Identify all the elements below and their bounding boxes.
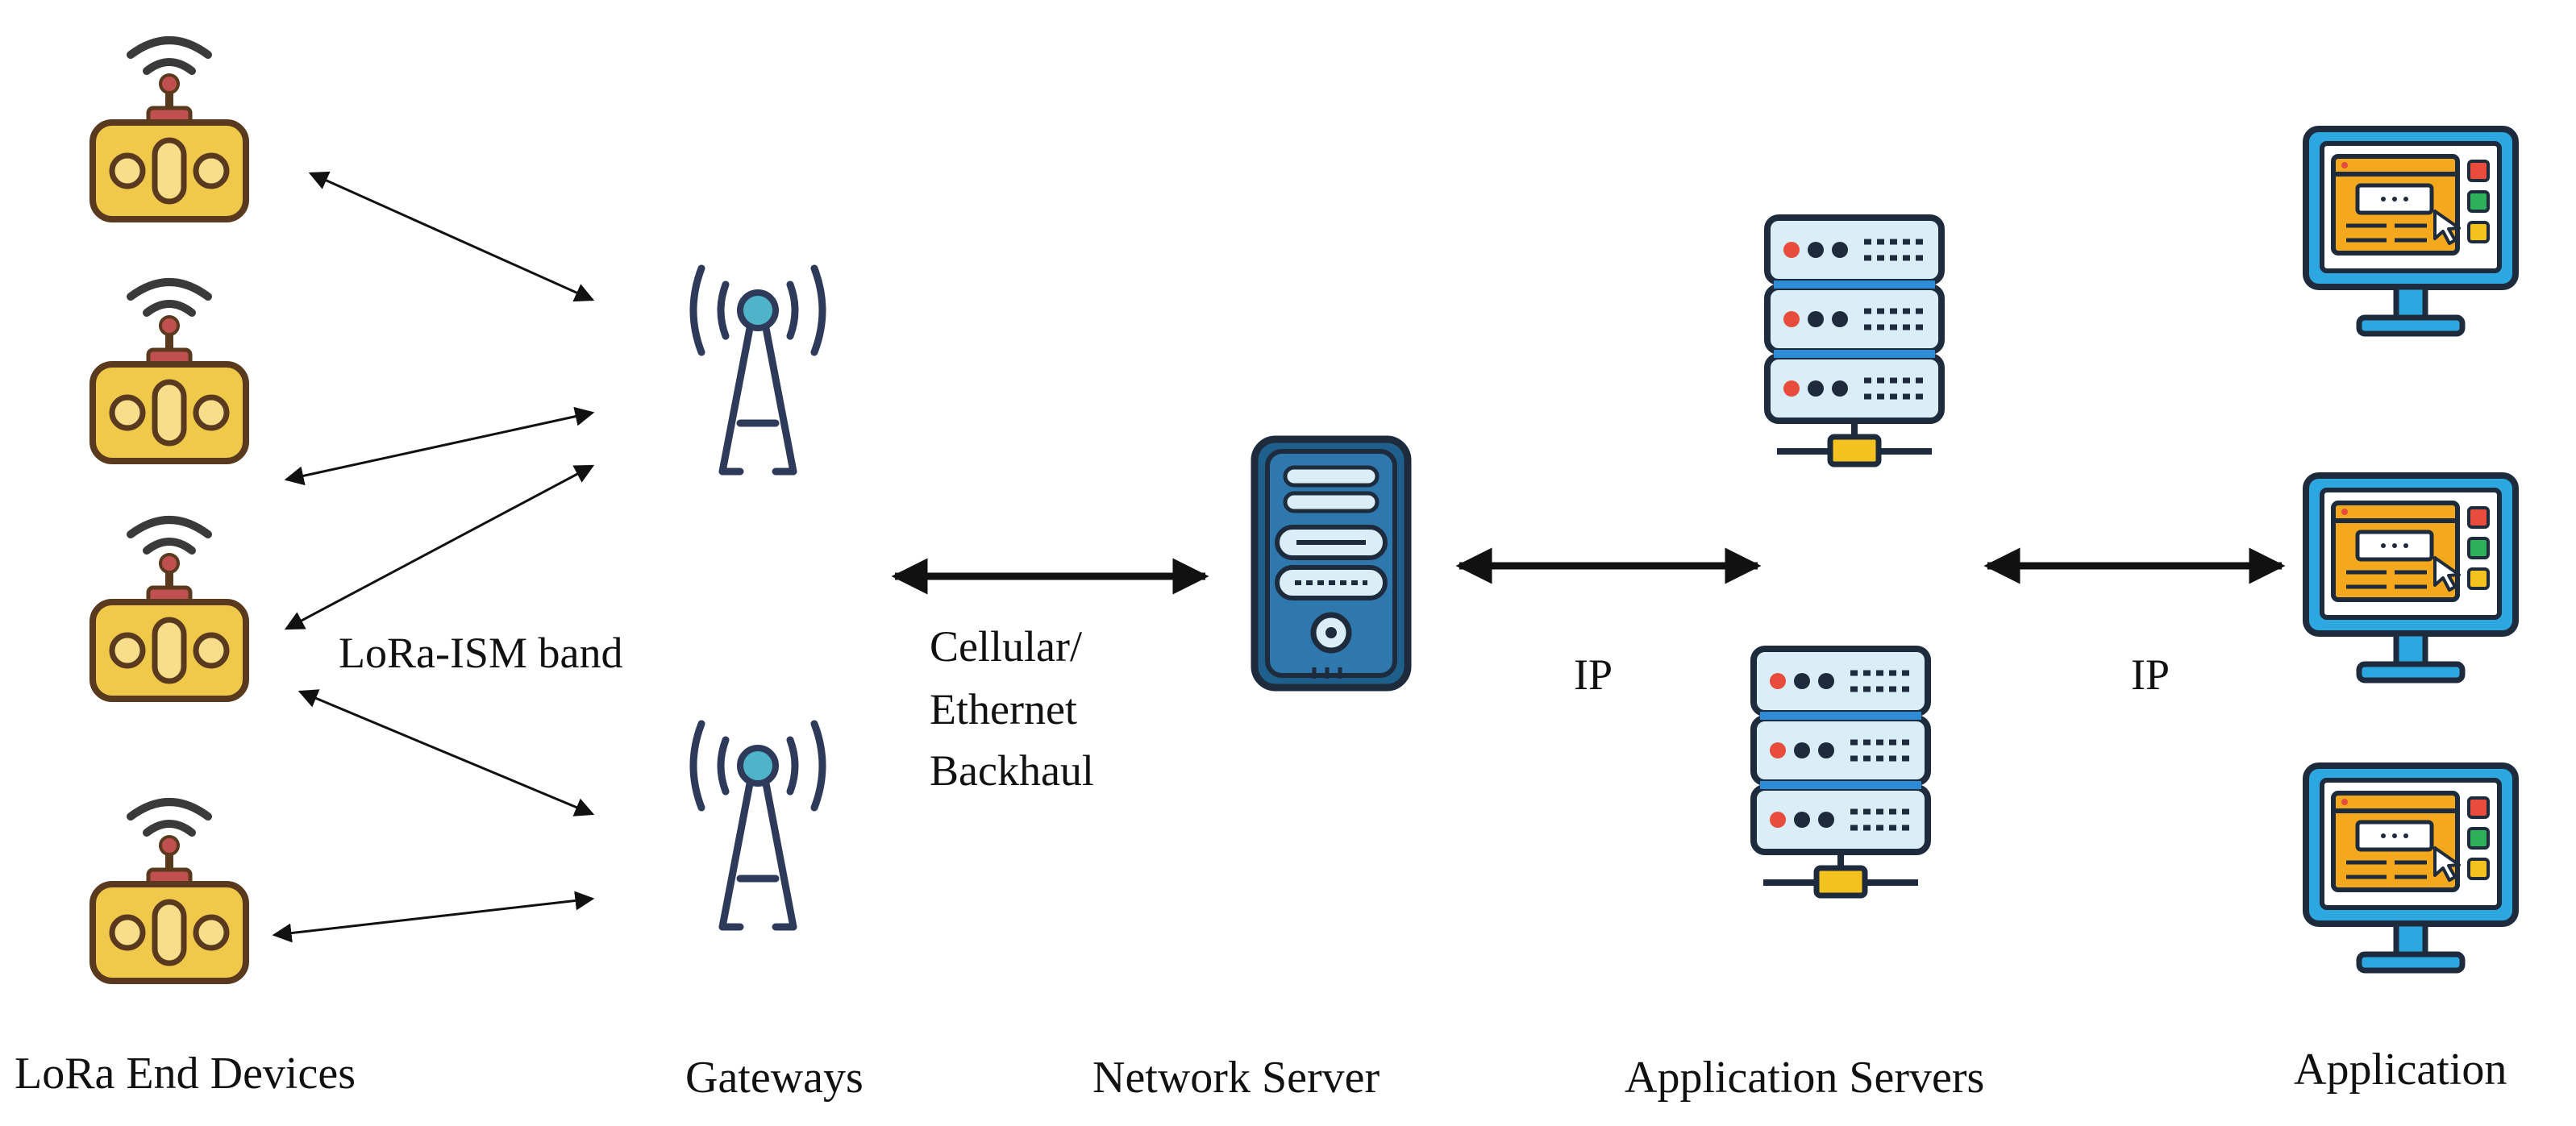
backhaul-label-line2: Ethernet [930, 685, 1077, 733]
caption-lora-end-devices: LoRa End Devices [15, 1049, 356, 1099]
rf-link-device2-gateway1 [284, 406, 595, 486]
application-server-1-icon [1767, 218, 1941, 464]
caption-application-servers: Application Servers [1625, 1053, 1984, 1103]
application-monitor-3-icon [2306, 766, 2516, 970]
rf-link-device1-gateway1 [308, 171, 595, 302]
caption-network-server: Network Server [1092, 1053, 1380, 1103]
end-device-1-icon [93, 40, 246, 219]
gateway-2-icon [693, 724, 822, 927]
network-server-icon [1251, 435, 1412, 692]
caption-gateways: Gateways [685, 1053, 864, 1103]
end-device-3-icon [93, 520, 246, 699]
application-monitor-2-icon [2306, 476, 2516, 680]
end-device-4-icon [93, 802, 246, 981]
lora-band-label: LoRa-ISM band [339, 629, 622, 677]
gateway-1-icon [693, 268, 822, 472]
application-monitor-1-icon [2306, 129, 2516, 334]
rf-link-device3-gateway1 [284, 464, 595, 630]
caption-application: Application [2294, 1045, 2507, 1095]
backhaul-label-line1: Cellular/ [930, 622, 1082, 671]
ip-label-left: IP [1574, 650, 1613, 699]
rf-link-device3-gateway2 [298, 689, 595, 816]
application-server-2-icon [1754, 649, 1928, 895]
end-device-2-icon [93, 282, 246, 461]
backhaul-label-line3: Backhaul [930, 746, 1094, 795]
rf-link-device4-gateway2 [272, 891, 595, 943]
ip-label-right: IP [2131, 650, 2170, 699]
